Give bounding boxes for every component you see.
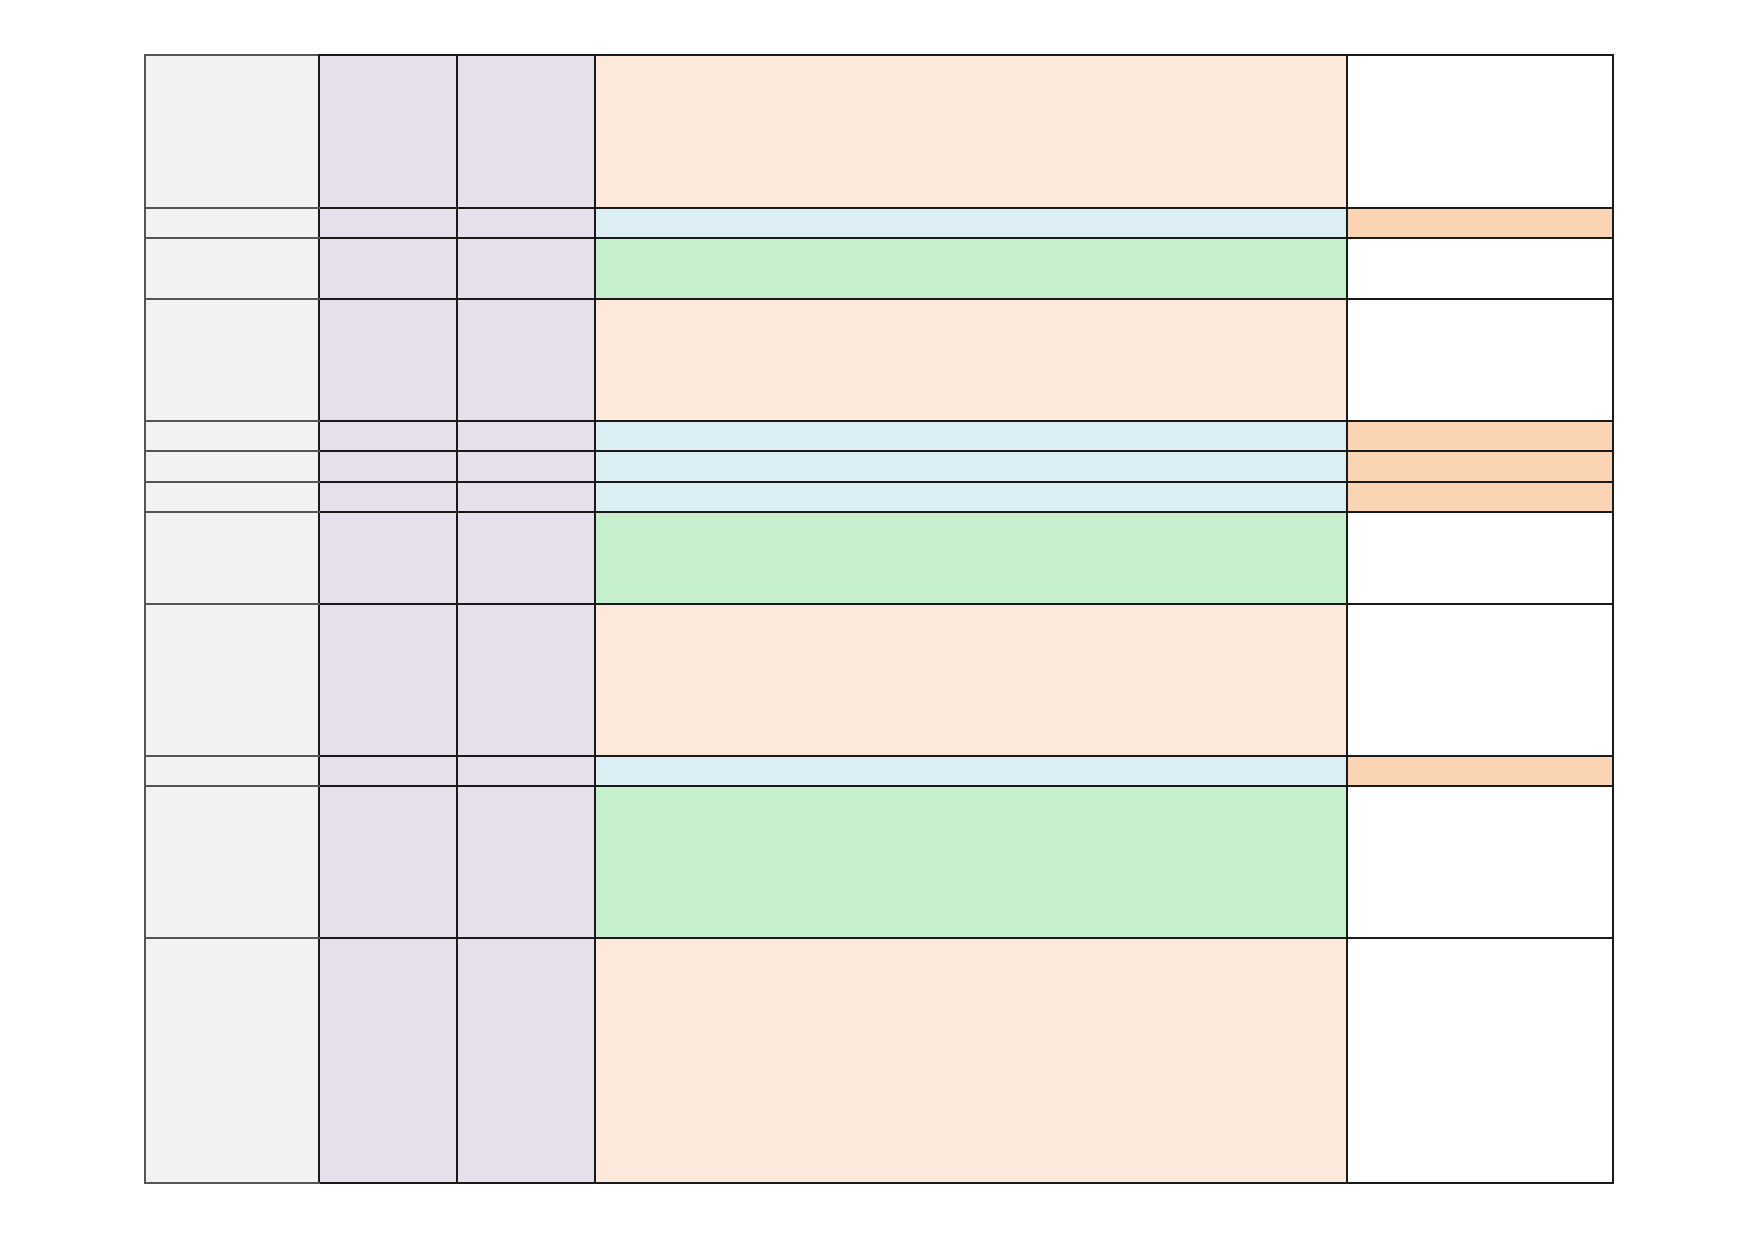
lavender-cell: [456, 755, 596, 787]
row-label-cell: [144, 298, 320, 422]
lavender-cell: [318, 237, 458, 300]
light-blue-cell: [594, 207, 1348, 239]
row-label-cell: [144, 603, 320, 757]
row-label-cell: [144, 450, 320, 483]
light-blue-cell: [594, 420, 1348, 452]
lavender-cell: [456, 785, 596, 939]
green-cell: [594, 785, 1348, 939]
lavender-cell: [318, 207, 458, 239]
table-row: [144, 54, 1614, 209]
row-label-cell: [144, 785, 320, 939]
lavender-cell: [456, 420, 596, 452]
table-row: [144, 237, 1614, 300]
white-cell: [1346, 237, 1614, 300]
orange-tint-cell: [1346, 755, 1614, 787]
lavender-cell: [456, 511, 596, 605]
lavender-cell: [318, 420, 458, 452]
table-row: [144, 207, 1614, 239]
lavender-cell: [318, 785, 458, 939]
peach-cell: [594, 603, 1348, 757]
row-label-cell: [144, 481, 320, 513]
lavender-cell: [456, 54, 596, 209]
row-label-cell: [144, 937, 320, 1184]
lavender-cell: [318, 450, 458, 483]
table-row: [144, 511, 1614, 605]
lavender-cell: [456, 237, 596, 300]
lavender-cell: [318, 511, 458, 605]
white-cell: [1346, 937, 1614, 1184]
orange-tint-cell: [1346, 207, 1614, 239]
light-blue-cell: [594, 450, 1348, 483]
row-label-cell: [144, 511, 320, 605]
peach-cell: [594, 54, 1348, 209]
lavender-cell: [318, 481, 458, 513]
row-label-cell: [144, 54, 320, 209]
table-row: [144, 937, 1614, 1184]
orange-tint-cell: [1346, 420, 1614, 452]
light-blue-cell: [594, 481, 1348, 513]
white-cell: [1346, 785, 1614, 939]
orange-tint-cell: [1346, 481, 1614, 513]
lavender-cell: [456, 937, 596, 1184]
color-grid-table: [144, 54, 1614, 1184]
table-row: [144, 450, 1614, 483]
green-cell: [594, 511, 1348, 605]
white-cell: [1346, 298, 1614, 422]
lavender-cell: [318, 603, 458, 757]
lavender-cell: [456, 207, 596, 239]
table-row: [144, 755, 1614, 787]
lavender-cell: [318, 54, 458, 209]
orange-tint-cell: [1346, 450, 1614, 483]
grid-body: [144, 54, 1614, 1184]
peach-cell: [594, 937, 1348, 1184]
table-row: [144, 603, 1614, 757]
white-cell: [1346, 511, 1614, 605]
row-label-cell: [144, 755, 320, 787]
row-label-cell: [144, 207, 320, 239]
green-cell: [594, 237, 1348, 300]
table-row: [144, 298, 1614, 422]
lavender-cell: [456, 481, 596, 513]
table-row: [144, 420, 1614, 452]
lavender-cell: [318, 298, 458, 422]
lavender-cell: [318, 755, 458, 787]
white-cell: [1346, 603, 1614, 757]
row-label-cell: [144, 237, 320, 300]
lavender-cell: [456, 450, 596, 483]
light-blue-cell: [594, 755, 1348, 787]
lavender-cell: [318, 937, 458, 1184]
white-cell: [1346, 54, 1614, 209]
table-row: [144, 481, 1614, 513]
lavender-cell: [456, 298, 596, 422]
lavender-cell: [456, 603, 596, 757]
table-row: [144, 785, 1614, 939]
peach-cell: [594, 298, 1348, 422]
row-label-cell: [144, 420, 320, 452]
